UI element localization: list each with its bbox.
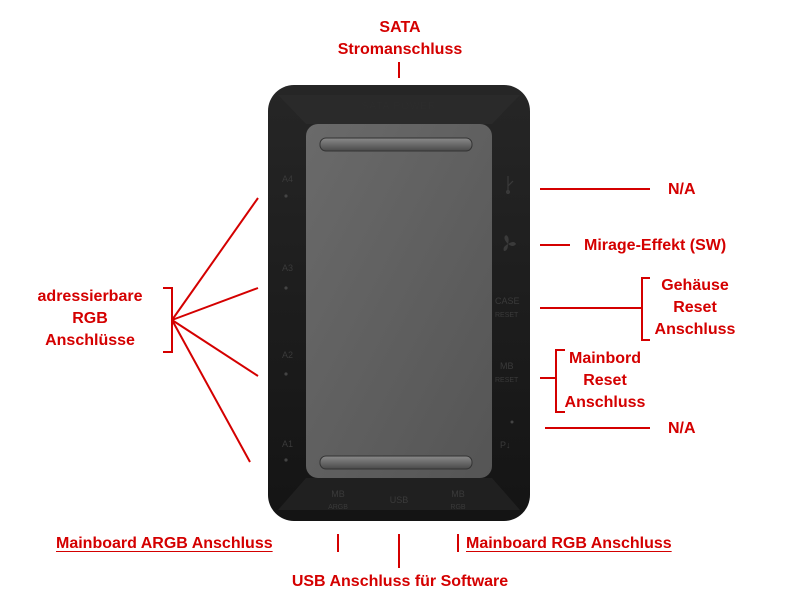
mb-marking: MB bbox=[500, 361, 514, 371]
port-a1-marking: A1 bbox=[282, 439, 293, 449]
bottom-mb-left-marking: MB bbox=[331, 489, 345, 499]
argb-leader-a2 bbox=[171, 319, 259, 377]
argb-ports-label-line2: RGB bbox=[72, 310, 108, 327]
fan-icon bbox=[503, 235, 516, 251]
bottom-mb-right-marking: MB bbox=[451, 489, 465, 499]
mb-reset-label: Mainbord Reset Anschluss bbox=[560, 348, 650, 414]
mb-rgb-port-marking: P↓ bbox=[500, 440, 511, 450]
mb-reset-marking: RESET bbox=[495, 377, 519, 384]
case-reset-label-line1: Gehäuse bbox=[661, 277, 729, 294]
usb-symbol-icon bbox=[505, 176, 514, 195]
case-reset-marking: RESET bbox=[495, 312, 519, 319]
argb-ports-label-line1: adressierbare bbox=[37, 288, 143, 305]
argb-ports-label: adressierbare RGB Anschlüsse bbox=[20, 286, 160, 352]
mb-reset-label-line3: Anschluss bbox=[564, 394, 646, 411]
case-reset-label: Gehäuse Reset Anschluss bbox=[650, 275, 740, 341]
sata-power-label: SATA Stromanschluss bbox=[300, 17, 500, 61]
bottom-usb-marking: USB bbox=[390, 495, 409, 505]
top-slot bbox=[319, 137, 473, 152]
argb-ports-label-line3: Anschlüsse bbox=[45, 332, 135, 349]
sata-power-label-line2: Stromanschluss bbox=[337, 41, 463, 58]
mb-reset-label-line1: Mainbord bbox=[569, 350, 641, 367]
port-a4-marking: A4 bbox=[282, 174, 293, 184]
na-bottom-label: N/A bbox=[668, 420, 696, 437]
case-reset-bracket bbox=[641, 277, 650, 341]
controller-device: SATA POWER A4 A3 A2 A1 CASE RESET MB bbox=[268, 85, 530, 521]
mb-reset-label-line2: Reset bbox=[583, 372, 627, 389]
device-panel bbox=[306, 124, 492, 478]
argb-bracket bbox=[163, 287, 173, 353]
argb-leader-a4 bbox=[171, 197, 259, 321]
case-reset-label-line2: Reset bbox=[673, 299, 717, 316]
sata-power-label-line1: SATA bbox=[379, 19, 421, 36]
argb-leader-a3 bbox=[171, 287, 259, 321]
case-reset-label-line3: Anschluss bbox=[654, 321, 736, 338]
bottom-slot bbox=[319, 455, 473, 470]
na-top-label: N/A bbox=[668, 181, 696, 198]
port-a2-marking: A2 bbox=[282, 350, 293, 360]
usb-software-label: USB Anschluss für Software bbox=[291, 573, 509, 590]
mirage-effect-label: Mirage-Effekt (SW) bbox=[584, 237, 727, 254]
port-a3-marking: A3 bbox=[282, 263, 293, 273]
mainboard-rgb-label: Mainboard RGB Anschluss bbox=[466, 535, 672, 552]
argb-leader-a1 bbox=[171, 319, 251, 463]
sata-power-marking: SATA POWER bbox=[362, 101, 437, 112]
device-bevel bbox=[278, 95, 520, 124]
bottom-rgb-marking: RGB bbox=[450, 504, 466, 511]
bottom-argb-marking: ARGB bbox=[328, 504, 348, 511]
leader-lines bbox=[163, 62, 650, 568]
mb-reset-bracket bbox=[555, 349, 565, 413]
case-marking: CASE bbox=[495, 296, 520, 306]
mainboard-argb-label: Mainboard ARGB Anschluss bbox=[56, 535, 273, 552]
